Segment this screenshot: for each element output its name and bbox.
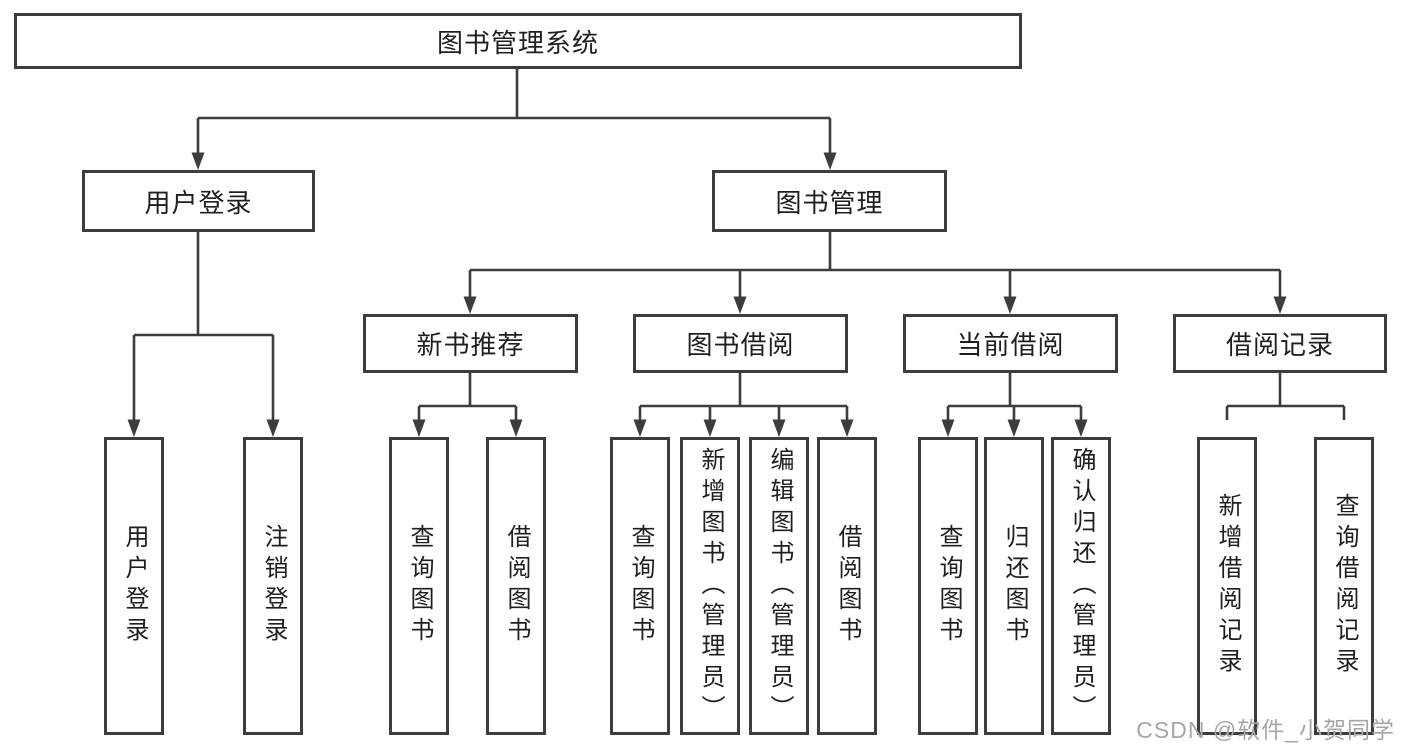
connector-user-login-to-leaves [132, 232, 275, 420]
node-book-management: 图书管理 [712, 170, 947, 232]
node-library-management-system: 图书管理系统 [14, 13, 1022, 69]
node-borrow-books-leaf: 借阅图书 [817, 437, 877, 735]
arrowhead [1003, 296, 1017, 314]
arrowhead [823, 152, 837, 170]
arrowhead [1273, 296, 1287, 314]
connector-book-borrowing [638, 373, 849, 420]
arrowhead [266, 419, 280, 437]
arrowhead [463, 296, 477, 314]
arrowhead [412, 419, 426, 437]
node-query-borrowing-record: 查询借阅记录 [1314, 437, 1374, 735]
arrowhead [941, 419, 955, 437]
node-current-borrowing: 当前借阅 [903, 314, 1118, 373]
node-user-login-leaf: 用户登录 [104, 437, 164, 735]
node-return-books: 归还图书 [984, 437, 1044, 735]
arrowhead [772, 419, 786, 437]
connector-root-to-level2 [196, 69, 832, 153]
node-book-borrowing: 图书借阅 [633, 314, 848, 373]
arrowhead [733, 296, 747, 314]
node-query-books-current: 查询图书 [918, 437, 978, 735]
node-edit-books-admin: 编辑图书（管理员） [749, 437, 809, 735]
node-borrowing-records: 借阅记录 [1173, 314, 1387, 373]
node-user-login: 用户登录 [82, 170, 315, 232]
arrowhead [703, 419, 717, 437]
arrowhead [1074, 419, 1088, 437]
node-query-books-borrowing: 查询图书 [610, 437, 670, 735]
node-add-books-admin: 新增图书（管理员） [680, 437, 740, 735]
arrowhead [127, 419, 141, 437]
connector-current-borrowing [946, 373, 1083, 420]
node-logout: 注销登录 [243, 437, 303, 735]
arrowhead [633, 419, 647, 437]
connector-book-management-to-level3 [468, 232, 1282, 297]
node-add-borrowing-record: 新增借阅记录 [1197, 437, 1257, 735]
arrowhead [191, 152, 205, 170]
node-confirm-return-admin: 确认归还（管理员） [1051, 437, 1111, 735]
arrowhead [1007, 419, 1021, 437]
connector-new-book-recommendation [417, 373, 518, 420]
arrowhead [840, 419, 854, 437]
arrowheads [127, 152, 1287, 437]
connector-borrowing-records [1225, 373, 1346, 420]
node-query-books-recommendation: 查询图书 [389, 437, 449, 735]
arrowhead [509, 419, 523, 437]
node-borrow-books-recommendation: 借阅图书 [486, 437, 546, 735]
csdn-watermark: CSDN @软件_小贺同学 [1136, 717, 1395, 743]
node-new-book-recommendation: 新书推荐 [363, 314, 578, 373]
